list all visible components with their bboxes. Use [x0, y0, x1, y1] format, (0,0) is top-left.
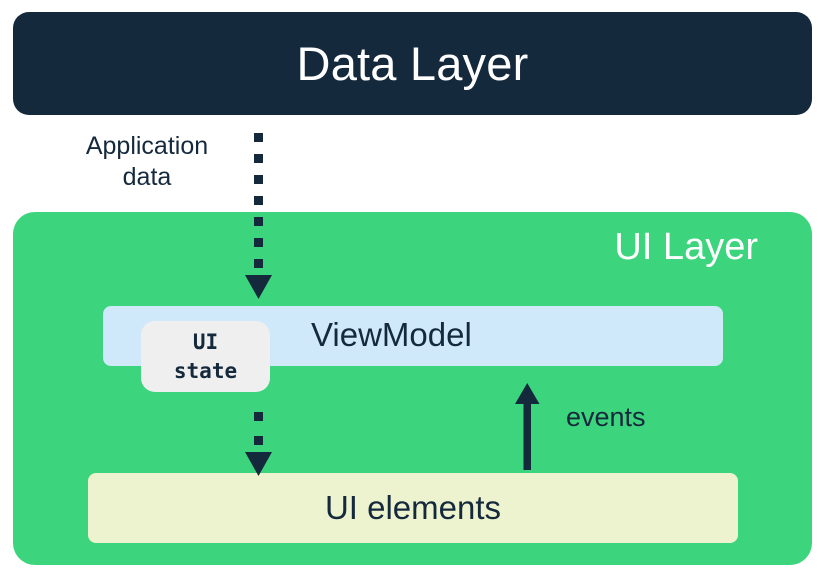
ui-state-badge-line1: UI: [192, 330, 219, 355]
application-data-label-line1: Application: [85, 132, 209, 160]
application-data-label-line2: data: [122, 163, 172, 192]
application-data-label: Application data: [62, 131, 232, 194]
viewmodel-label: ViewModel: [311, 316, 472, 353]
ui-elements-label: UI elements: [324, 489, 502, 526]
data-layer-title: Data Layer: [296, 37, 529, 90]
events-label: events: [566, 402, 646, 432]
ui-elements-box: UI elements: [88, 473, 738, 543]
data-layer-box: Data Layer: [13, 12, 812, 115]
ui-layer-title: UI Layer: [614, 226, 758, 268]
ui-state-badge: UI state: [141, 321, 270, 392]
ui-state-badge-line2: state: [173, 358, 238, 383]
